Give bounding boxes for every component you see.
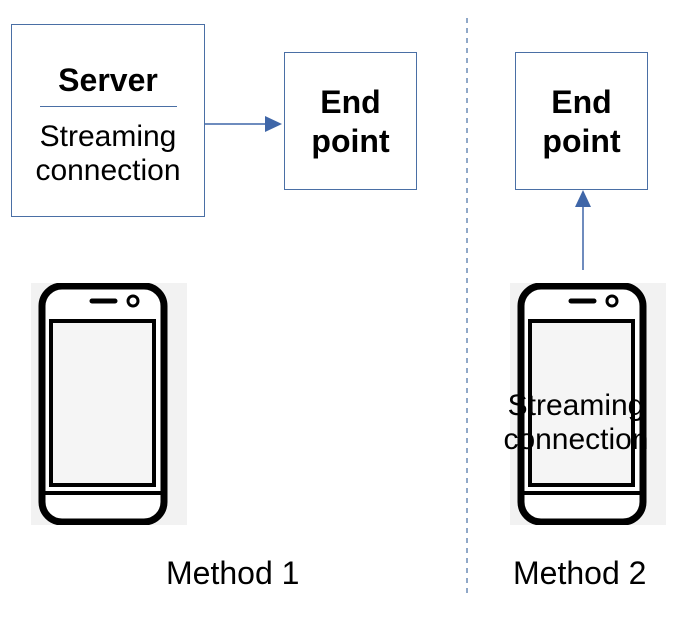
server-connection-text: connection <box>35 154 181 187</box>
phone-streaming-text: Streaming <box>507 389 645 422</box>
smartphone-icon <box>510 283 666 525</box>
arrow-right-icon <box>205 116 282 132</box>
smartphone-icon <box>31 283 187 525</box>
server-title-underline <box>40 106 177 107</box>
method1-label: Method 1 <box>166 555 300 591</box>
endpoint-line1: End <box>320 84 381 120</box>
method2-label: Method 2 <box>513 555 647 591</box>
endpoint-line2: point <box>311 123 390 159</box>
phone-connection-text: connection <box>503 423 649 456</box>
server-title: Server <box>58 62 158 98</box>
endpoint-box-method1: End point <box>284 52 417 190</box>
arrow-up-icon <box>575 190 591 270</box>
server-streaming-text: Streaming <box>39 120 177 153</box>
endpoint-line1: End <box>551 84 612 120</box>
endpoint-line2: point <box>542 123 621 159</box>
server-box: Server Streaming connection <box>11 24 205 217</box>
endpoint-box-method2: End point <box>515 52 648 190</box>
